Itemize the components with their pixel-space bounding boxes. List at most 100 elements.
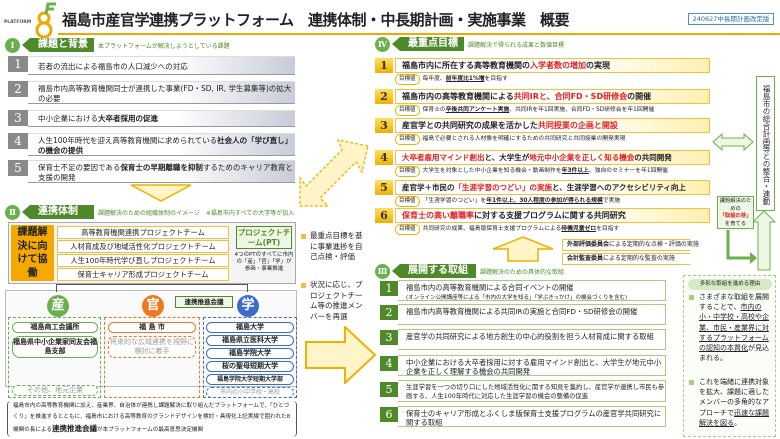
title-underline: [58, 33, 780, 35]
org-connector: [56, 284, 248, 292]
goal-item: 大卒者雇用マインド創出と、大学生が地元中小企業を正しく知る機会の共同開発: [395, 150, 710, 165]
section3-title: 展開する取組: [392, 264, 476, 278]
goal-number: 4: [375, 150, 393, 165]
section1-number: Ⅰ: [5, 38, 20, 53]
accounting-audit: 会計監査委員による定期的な監査の実施: [562, 253, 690, 265]
sprout-box: 課題解決のための「取組の芽」を育てる: [717, 196, 754, 229]
goal-number: 6: [375, 208, 393, 223]
member-org: 福島学院大学: [206, 348, 294, 359]
section3-number: Ⅲ: [375, 264, 390, 279]
member-org: 福島学院大学短期大学部: [206, 374, 294, 385]
project-team: 保育士キャリア形成プロジェクトチーム: [57, 268, 229, 281]
action-number: 2: [380, 305, 398, 320]
other-members: 市内の小中学校・高校: [206, 387, 294, 398]
issue-number: 2: [8, 81, 28, 97]
goal-item: 福島市内の高等教育機関による共同IRと、合同FD・SD研修会の開催: [395, 89, 710, 104]
project-team: 人材育成及び地域活性化プロジェクトチーム: [57, 240, 229, 253]
issue-number: 1: [8, 56, 28, 72]
page-title: 福島市産官学連携プラットフォーム 連携体制・中長期計画・実施事業 概要: [62, 11, 570, 29]
industry-mark: 産: [47, 295, 69, 317]
section2-note: 課題解決のための組織体制のイメージ ※福島市内すべての大学等が加入: [98, 210, 295, 217]
right-arrow-icon: [305, 326, 377, 384]
section3-note: 課題解決のための具体的な取組: [480, 269, 565, 276]
member-org: 福島商工会議所: [12, 322, 98, 333]
reason-title: 多彩な取組を進める理由: [688, 279, 772, 290]
issue-item: 若者の流出による福島市の人口減少への対応: [28, 56, 295, 75]
other-members: その他、地元企業: [12, 385, 98, 396]
pt-note: 4つのPTのすべてに市内の「産」「官」「学」が参画・事業推進: [234, 252, 294, 272]
issue-number: 3: [8, 110, 28, 126]
action-item: 生涯学習を一つの切り口にした地域活性化に関する知見を集約し、産官学が連携し市民も…: [398, 380, 666, 402]
industry-column: [8, 317, 101, 398]
action-number: 1: [380, 281, 398, 296]
action-number: 3: [380, 330, 398, 345]
goal-item: 産官学との共同研究の成果を活かした共同授業の企画と開設: [395, 118, 710, 133]
member-org: 桜の聖母短期大学: [206, 361, 294, 372]
issue-item: 中小企業における大卒者採用の促進: [28, 110, 295, 127]
up-connector-arrow-icon: [726, 210, 776, 271]
goal-target: 目標値共同研究の成果、福島版保育士支援プログラムによる待機児童ゼロを目指す: [395, 224, 619, 235]
action-number: 5: [380, 382, 398, 397]
double-arrow-icon: [712, 133, 754, 151]
collaboration-block: 課題解決に向けて協働: [11, 225, 54, 281]
version-badge: 240627中長期計画改定版: [688, 13, 774, 25]
action-item: 保育士のキャリア形成とふくしま版保育士支援プログラムの産官学共同研究に関する取組: [398, 406, 666, 427]
section4-number: Ⅳ: [375, 37, 390, 52]
goal-target: 目標値大学生を対象とした中小企業を知る機会・動画制作を年3件以上、独自のセミナー…: [395, 166, 668, 177]
member-org: 福島県立医科大学: [206, 335, 294, 346]
action-item: 福島市内高等教育機関による共同IRの実施と合同FD・SD研修会の開催: [398, 304, 666, 325]
footnote: 福島市内の高等教育機関に加え、産業界、自治体が連携し課題解決に取り組んだプラット…: [7, 401, 297, 437]
issue-item: 人生100年時代を迎え高等教育機関に求められている社会人の「学び直し」の機会の提…: [28, 133, 295, 156]
reason-2: これを端緒に連携対象を拡大、課題に適したメンバーの多角的なアプローチで迅速な課題…: [699, 378, 769, 427]
evaluation-bullet: 最重点目標を基に事業進捗を自己点検・評価: [301, 231, 368, 263]
section1-title: 課題と背景: [22, 38, 94, 52]
down-arrow-icon: [130, 184, 192, 202]
pt-label: プロジェクトチーム(PT): [236, 226, 292, 249]
project-team: 高等教育機関連携プロジェクトチーム: [57, 226, 229, 239]
comprehensive-plan-alignment: 福島市の総合計画等との整合・連動: [756, 76, 775, 211]
council-label: 連携推進会議: [175, 296, 233, 308]
member-org: 福島大学: [206, 322, 294, 333]
goal-number: 1: [375, 58, 393, 73]
issue-number: 4: [8, 133, 28, 149]
goal-number: 3: [375, 118, 393, 133]
goal-number: 5: [375, 180, 393, 195]
section4-note: 課題解決で得られる成果と数値目標: [468, 42, 565, 49]
goal-target: 目標値福島で必要とされる人材像を明確にするための共同研究と共同授業の開発実現: [395, 134, 625, 145]
logo-text: PLATFORM: [4, 20, 32, 25]
member-org: 福島県中小企業家同友会福島支部: [12, 336, 98, 358]
goal-target: 目標値「生涯学習のつどい」を年1件以上、30人程度の参加が得られる規模で実施: [395, 196, 620, 207]
platform-logo: PLATFORM: [4, 2, 60, 40]
reason-panel: [683, 275, 776, 437]
diagonal-arrow-icon: [299, 139, 369, 207]
section2-number: Ⅱ: [5, 205, 20, 220]
government-mark: 官: [142, 295, 164, 317]
project-team: 人生100年時代学び直しプロジェクトチーム: [57, 254, 229, 267]
member-org: 福 島 市: [108, 322, 196, 333]
issue-item: 福島市内高等教育機関同士が連携した事業(FD・SD, IR, 学生募集等)の拡大…: [28, 81, 295, 104]
up-arrow-icon: [492, 236, 554, 262]
action-number: 6: [380, 407, 398, 422]
bullet-icon: [689, 380, 694, 385]
academia-mark: 学: [237, 295, 259, 317]
future-expansion: 将来的な広域連携を視野に検討に着手: [108, 336, 196, 358]
action-item: 産官学の共同研究による地方創生の中心的役割を担う人材育成に関する取組: [398, 329, 666, 350]
logo-mark-icon: [35, 2, 56, 39]
external-evaluation: 外部評価委員会による定期的な点検・評価の実施: [562, 239, 699, 251]
reselection-bullet: 状況に応じ、プロジェクトチーム等の推進メンバーを再選: [301, 280, 368, 322]
section1-note: 本プラットフォームが解決しようとしている課題: [98, 43, 230, 50]
action-number: 4: [380, 356, 398, 371]
government-column: [104, 317, 200, 398]
issue-item: 保育士不足の要因である保育士の早期離職を抑制するためのキャリア教育と支援の開発: [28, 160, 295, 183]
bullet-icon: [689, 295, 694, 300]
goal-target: 目標値保育士の卒後共同アンケート実施、共同IRを年1回実施、合同FD・SD研修会…: [395, 105, 654, 116]
goal-item: 産官学＋市民の「生涯学習のつどい」の実施と、生涯学習へのアクセシビリティ向上: [395, 180, 710, 195]
issue-number: 5: [8, 160, 28, 176]
reason-1: さまざまな取組を展開することで、市内の小・中学校・高校や企業、市民・産業界に対す…: [699, 293, 769, 363]
action-item: 福島市内の高等教育機関による合同イベントの開催(オンライン公開講座等による「市内…: [398, 280, 666, 301]
goal-target: 目標値毎年度、前年度比1%増を目指す: [395, 74, 508, 85]
section2-title: 連携体制: [22, 205, 94, 219]
action-item: 中小企業における大卒者採用に対する雇用マインド創出と、大学生が地元中小企業を正し…: [398, 355, 666, 376]
section4-title: 最重点目標: [392, 37, 464, 51]
goal-item: 福島市内に所在する高等教育機関の入学者数の増加の実現: [395, 58, 710, 73]
